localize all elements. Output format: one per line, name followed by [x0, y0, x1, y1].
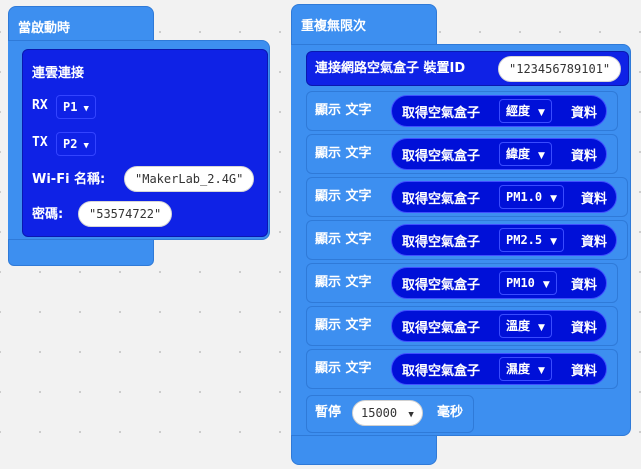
pause-label: 暫停 — [315, 405, 342, 420]
caret-down-icon: ▼ — [550, 237, 558, 247]
on-start-header: 當啟動時 — [18, 21, 71, 36]
connect-airbox-label: 連接網路空氣盒子 裝置ID — [315, 61, 466, 76]
tx-value: P2 — [63, 137, 78, 151]
field-value: 緯度 — [506, 147, 531, 161]
get-airbox-label: 取得空氣盒子 — [402, 364, 481, 379]
caret-down-icon: ▼ — [550, 194, 558, 204]
field-value: 溫度 — [506, 319, 531, 333]
get-airbox-label: 取得空氣盒子 — [402, 149, 481, 164]
show-text-label: 顯示 文字 — [315, 189, 372, 204]
get-airbox-data-block[interactable]: 取得空氣盒子 濕度 ▼ 資料 — [391, 353, 607, 385]
show-text-label: 顯示 文字 — [315, 232, 372, 247]
field-dropdown[interactable]: 濕度 ▼ — [499, 357, 552, 381]
get-airbox-data-block[interactable]: 取得空氣盒子 緯度 ▼ 資料 — [391, 138, 607, 170]
show-text-label: 顯示 文字 — [315, 146, 372, 161]
data-label: 資料 — [571, 321, 598, 336]
caret-down-icon: ▼ — [538, 366, 545, 376]
get-airbox-label: 取得空氣盒子 — [402, 192, 481, 207]
field-dropdown[interactable]: PM2.5 ▼ — [499, 228, 565, 252]
tx-label: TX — [32, 135, 48, 150]
field-value: PM2.5 — [506, 233, 543, 247]
pause-value: 15000 — [361, 406, 398, 420]
show-text-label: 顯示 文字 — [315, 361, 372, 376]
data-label: 資料 — [571, 106, 598, 121]
show-text-label: 顯示 文字 — [315, 275, 372, 290]
wifi-name-input[interactable]: "MakerLab_2.4G" — [124, 166, 255, 192]
data-label: 資料 — [581, 235, 608, 250]
password-label: 密碼: — [32, 207, 64, 222]
caret-down-icon: ▼ — [538, 108, 545, 118]
field-value: PM10 — [506, 276, 535, 290]
field-value: PM1.0 — [506, 190, 543, 204]
caret-down-icon: ▼ — [538, 151, 545, 161]
tx-dropdown[interactable]: P2 ▼ — [56, 132, 96, 156]
field-value: 經度 — [506, 104, 531, 118]
get-airbox-data-block[interactable]: 取得空氣盒子 PM2.5 ▼ 資料 — [391, 224, 617, 256]
get-airbox-label: 取得空氣盒子 — [402, 278, 481, 293]
field-dropdown[interactable]: PM10 ▼ — [499, 271, 557, 295]
caret-down-icon: ▼ — [83, 141, 89, 151]
wifi-label: Wi-Fi 名稱: — [32, 172, 106, 187]
rx-dropdown[interactable]: P1 ▼ — [56, 95, 96, 119]
get-airbox-label: 取得空氣盒子 — [402, 235, 481, 250]
data-label: 資料 — [571, 278, 598, 293]
caret-down-icon: ▼ — [408, 410, 414, 420]
data-label: 資料 — [571, 149, 598, 164]
rx-label: RX — [32, 98, 48, 113]
show-text-label: 顯示 文字 — [315, 103, 372, 118]
data-label: 資料 — [581, 192, 608, 207]
field-value: 濕度 — [506, 362, 531, 376]
caret-down-icon: ▼ — [542, 280, 550, 290]
forever-header: 重複無限次 — [301, 19, 367, 34]
field-dropdown[interactable]: 緯度 ▼ — [499, 142, 552, 166]
pause-unit: 毫秒 — [437, 405, 464, 420]
get-airbox-data-block[interactable]: 取得空氣盒子 PM10 ▼ 資料 — [391, 267, 607, 299]
get-airbox-label: 取得空氣盒子 — [402, 106, 481, 121]
get-airbox-data-block[interactable]: 取得空氣盒子 經度 ▼ 資料 — [391, 95, 607, 127]
password-input[interactable]: "53574722" — [78, 201, 173, 227]
device-id-input[interactable]: "123456789101" — [498, 56, 622, 82]
field-dropdown[interactable]: 經度 ▼ — [499, 99, 552, 123]
show-text-label: 顯示 文字 — [315, 318, 372, 333]
field-dropdown[interactable]: 溫度 ▼ — [499, 314, 552, 338]
data-label: 資料 — [571, 364, 598, 379]
cloud-connect-label: 連雲連接 — [32, 66, 85, 81]
pause-duration-dropdown[interactable]: 15000 ▼ — [352, 400, 423, 426]
get-airbox-label: 取得空氣盒子 — [402, 321, 481, 336]
field-dropdown[interactable]: PM1.0 ▼ — [499, 185, 565, 209]
caret-down-icon: ▼ — [83, 104, 89, 114]
rx-value: P1 — [63, 100, 78, 114]
get-airbox-data-block[interactable]: 取得空氣盒子 溫度 ▼ 資料 — [391, 310, 607, 342]
caret-down-icon: ▼ — [538, 323, 545, 333]
get-airbox-data-block[interactable]: 取得空氣盒子 PM1.0 ▼ 資料 — [391, 181, 617, 213]
